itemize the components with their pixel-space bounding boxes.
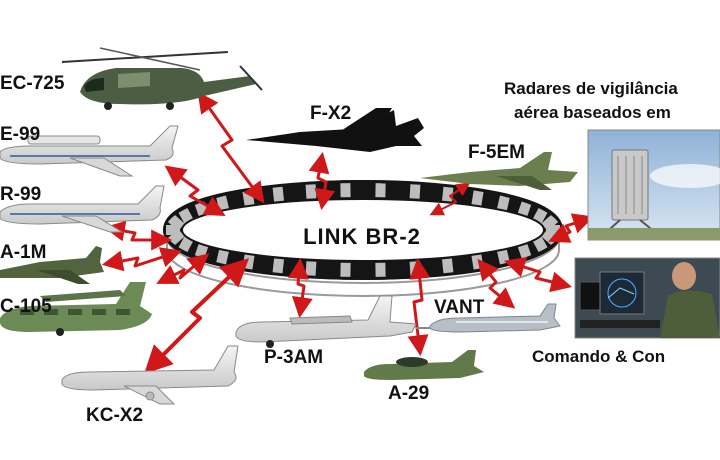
ring-frame: [305, 261, 317, 276]
link-arrows: [101, 91, 594, 374]
link-e99: [164, 165, 226, 217]
r99-aircraft: [0, 185, 165, 233]
label-r99: R-99: [0, 184, 42, 205]
label-f5em: F-5EM: [468, 142, 525, 163]
label-radar-line1: Radares de vigilância: [504, 79, 678, 98]
label-command: Comando & Con: [532, 347, 666, 366]
ring-frame: [272, 258, 285, 274]
command-photo: [574, 257, 720, 339]
ring-frame: [409, 184, 421, 199]
ring-frame: [340, 183, 351, 198]
e99-aircraft: [0, 125, 179, 177]
ring-frame: [375, 183, 386, 198]
fx2-aircraft: [246, 108, 424, 152]
ring-frame: [167, 214, 185, 232]
link-p3am: [288, 257, 313, 319]
ring-frame: [340, 262, 351, 277]
label-ec725: EC-725: [0, 73, 65, 94]
link-kcx2: [144, 258, 250, 374]
label-fx2: F-X2: [310, 103, 352, 124]
link-radar: [548, 213, 594, 243]
hub-label: LINK BR-2: [303, 224, 421, 249]
c105-aircraft: [0, 282, 152, 336]
link-command: [503, 256, 573, 293]
link-r99: [103, 220, 173, 251]
a29-aircraft: [364, 350, 484, 380]
label-radar-line2: aérea baseados em: [514, 103, 671, 122]
kcx2-aircraft: [61, 345, 239, 405]
label-a29: A-29: [388, 383, 430, 404]
f5em-aircraft: [420, 152, 578, 190]
ring-frame: [441, 258, 454, 274]
link-vant: [477, 258, 516, 309]
a1m-aircraft: [0, 246, 104, 284]
label-p3am: P-3AM: [264, 347, 324, 368]
ring-frame: [375, 262, 386, 277]
ec725-helicopter: [61, 47, 263, 110]
link-ec725: [197, 91, 265, 204]
label-vant: VANT: [434, 297, 485, 318]
vant-aircraft: [429, 303, 561, 333]
label-a1m: A-1M: [0, 242, 47, 263]
ring-frame: [305, 184, 317, 199]
link-a1m: [101, 247, 182, 272]
label-c105: C-105: [0, 296, 52, 317]
ring-frame: [517, 200, 532, 218]
ring-frame: [517, 242, 532, 260]
ring-frame: [471, 190, 484, 206]
label-kcx2: KC-X2: [86, 405, 144, 426]
label-e99: E-99: [0, 124, 41, 145]
link-c105: [156, 253, 210, 284]
ring-frame: [496, 195, 510, 212]
ring-frame: [272, 186, 285, 202]
radar-photo: [587, 129, 720, 241]
p3am-aircraft: [235, 295, 432, 348]
link-fx2: [308, 151, 336, 211]
link-f5em: [429, 182, 471, 216]
